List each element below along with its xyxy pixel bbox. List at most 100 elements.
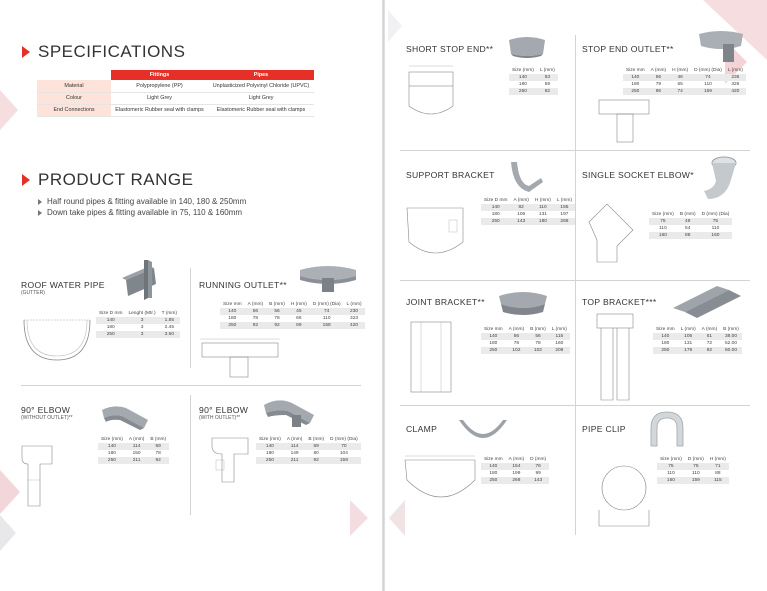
divider (190, 268, 191, 368)
right-page: SHORT STOP END** Size (mm) L (mm) 140 53 1… (385, 0, 767, 591)
spec-cell: Elastomeric Rubber seal with clamps (208, 104, 314, 117)
table-cell: 250 (96, 331, 126, 338)
decor-triangle (0, 90, 18, 130)
table-cell: 82 (536, 88, 558, 95)
col-header: B (mm) (723, 326, 739, 332)
table-cell: 78 (155, 451, 161, 456)
table-cell: 102 (527, 347, 549, 354)
table-cell: 211 (125, 457, 148, 464)
table-cell: 86 (647, 88, 670, 95)
table-cell: 3.50 (158, 331, 181, 338)
table-cell: 180 (489, 341, 498, 346)
spec-header-pipes: Pipes (208, 70, 314, 80)
col-header: L (mm) (551, 326, 567, 332)
table-cell: 65 (677, 82, 683, 87)
col-header: B (mm) (679, 211, 696, 217)
col-header: H (mm) (672, 67, 689, 73)
table-cell: 180 (107, 451, 116, 456)
table-cell: 76 (527, 463, 550, 470)
table-cell: 114 (283, 443, 306, 450)
product-name: STOP END OUTLET** (582, 44, 674, 54)
table-cell: 131 (684, 341, 693, 346)
col-header: B (mm) (530, 326, 546, 332)
table-cell: 3 (140, 325, 144, 330)
single-socket-elbow-image (704, 156, 737, 199)
product-name: PIPE CLIP (582, 424, 626, 434)
decor-triangle (389, 500, 405, 536)
col-header: A (mm) (286, 436, 303, 442)
table-cell: 236 (724, 74, 746, 81)
col-header: D (mm) (530, 456, 547, 462)
col-header: D (mm) (687, 456, 704, 462)
table-cell: 75 (684, 463, 707, 470)
table-cell: 51 (698, 333, 721, 340)
table-cell: 105 (677, 333, 699, 340)
elbow-without-outlet-drawing (21, 445, 53, 507)
range-bullets: Half round pipes & fitting available in … (37, 196, 246, 218)
table-cell: 99 (535, 471, 541, 476)
stop-end-outlet-drawing (598, 99, 650, 143)
table-cell: 159 (691, 88, 725, 95)
col-header: B (mm) (269, 301, 285, 307)
table-cell: 75 (657, 463, 685, 470)
table-cell: 131 (538, 212, 547, 217)
col-header: B (mm) (150, 436, 167, 442)
table-cell: 143 (527, 477, 550, 484)
product-name: SINGLE SOCKET ELBOW* (582, 170, 694, 180)
table-cell: 179 (677, 347, 699, 354)
spec-cell: Light Grey (208, 92, 314, 105)
product-subtitle: (WITH OUTLET)** (199, 415, 241, 421)
table-cell: 53 (536, 74, 558, 81)
red-arrow-icon (22, 174, 30, 186)
spec-cell: Unplasticized Polyvinyl Chloride (UPVC) (208, 80, 314, 93)
col-header: L (mm) (727, 67, 743, 73)
spec-header-fittings: Fittings (111, 70, 208, 80)
table-row: Material Polypropylene (PP) Unplasticize… (37, 80, 314, 93)
table-cell: 79 (655, 82, 662, 87)
table-cell: 268 (553, 218, 575, 225)
col-header: L (mm) (556, 197, 572, 203)
product-name: SHORT STOP END** (406, 44, 494, 54)
col-header: Size D mm (99, 310, 123, 316)
col-header: T (mm) (161, 310, 178, 316)
col-header: Size mm (484, 326, 503, 332)
decor-triangle (0, 515, 16, 551)
running-outlet-drawing (200, 338, 280, 378)
table-cell: 110 (659, 226, 667, 231)
col-header: A (mm) (701, 326, 718, 332)
col-header: Size (mm) (652, 211, 674, 217)
table-cell: 3 (125, 331, 159, 338)
divider (190, 395, 191, 515)
table-cell: 74 (309, 308, 344, 315)
product-name: ROOF WATER PIPE (21, 280, 105, 290)
red-arrow-icon (22, 46, 30, 58)
col-header: H (mm) (709, 456, 726, 462)
single-socket-elbow-drawing (588, 203, 634, 263)
spec-cell: Light Grey (111, 92, 208, 105)
elbow-without-outlet-image (102, 406, 148, 430)
table-cell: 180 (265, 451, 274, 456)
table-cell: 50.00 (720, 347, 742, 354)
table-cell: 74 (669, 88, 692, 95)
table-cell: 140 (623, 74, 648, 81)
divider (400, 150, 750, 151)
product-subtitle: (WITHOUT OUTLET)** (21, 415, 73, 421)
table-cell: 78 (274, 316, 280, 321)
table-cell: 92 (305, 457, 328, 464)
